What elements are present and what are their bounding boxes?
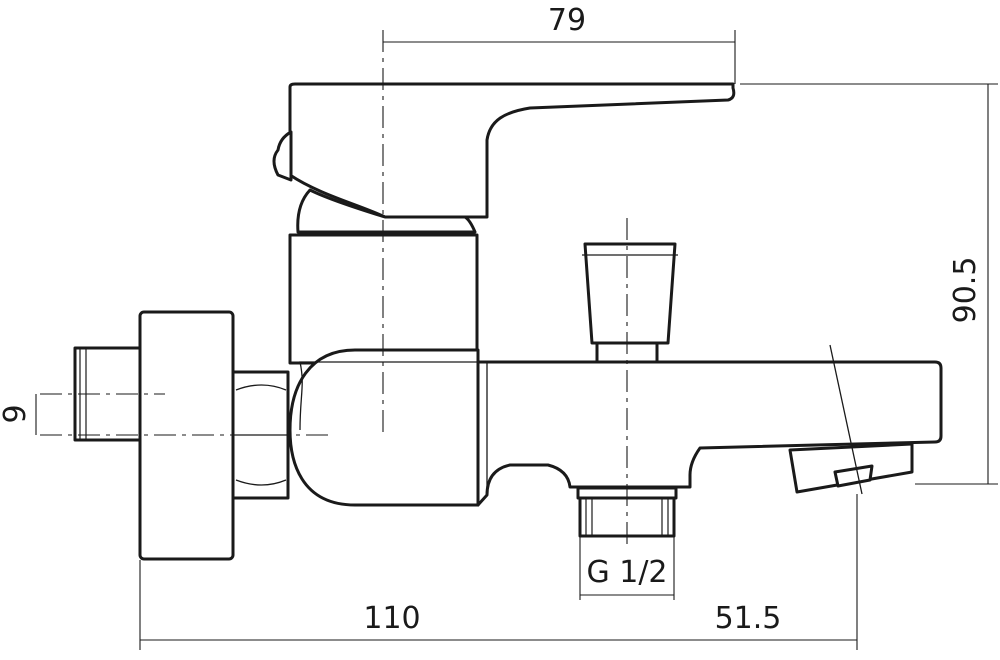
dimension-110-label: 110 [363, 601, 420, 636]
dimension-9-label: 9 [0, 404, 33, 423]
dimension-79: 79 [383, 3, 736, 84]
dimension-51-5-label: 51.5 [715, 601, 782, 636]
dimension-9: 9 [0, 394, 37, 435]
dimension-90-5: 90.5 [740, 83, 998, 485]
dimension-79-label: 79 [548, 3, 586, 38]
lever-handle [272, 82, 736, 234]
dimension-90-5-label: 90.5 [948, 257, 983, 324]
diverter-knob [582, 242, 678, 364]
dimension-g-half: G 1/2 [579, 536, 675, 600]
dimension-bottom: 110 51.5 [139, 494, 858, 650]
center-lines [40, 30, 628, 545]
wall-flange [138, 310, 235, 561]
dimension-g-half-label: G 1/2 [586, 555, 667, 590]
mixer-body [288, 348, 480, 507]
spout [476, 344, 943, 507]
